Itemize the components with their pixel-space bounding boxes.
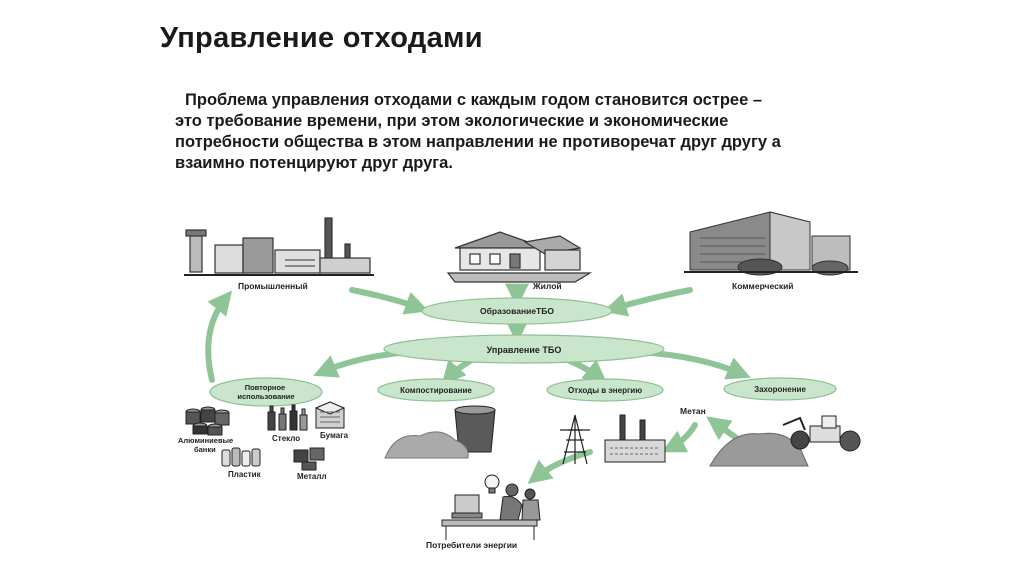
label-plastic: Пластик bbox=[228, 470, 262, 479]
arrow-management-to-landfill bbox=[637, 349, 751, 380]
label-composting: Компостирование bbox=[400, 386, 472, 395]
computer-user-icon bbox=[441, 483, 541, 540]
glass-bottles-icon bbox=[267, 404, 308, 431]
management-ellipse bbox=[383, 334, 665, 364]
plastic-bottles-icon bbox=[221, 447, 261, 467]
label-landfill: Захоронение bbox=[754, 385, 806, 394]
label-commercial: Коммерческий bbox=[732, 281, 794, 291]
paragraph-line: это требование времени, при этом экологи… bbox=[175, 112, 729, 130]
paragraph-line: Проблема управления отходами с каждым го… bbox=[185, 91, 763, 109]
power-plant-icon bbox=[604, 414, 666, 463]
label-methane: Метан bbox=[680, 406, 706, 416]
intro-paragraph: Проблема управления отходами с каждым го… bbox=[175, 90, 875, 174]
compost-pile-icon bbox=[384, 431, 469, 459]
bulldozer-icon bbox=[782, 415, 861, 452]
light-bulb-icon bbox=[484, 474, 500, 494]
compost-bin-icon bbox=[454, 405, 496, 453]
label-generation: ОбразованиеТБО bbox=[480, 306, 554, 316]
label-aluminum-cans: Алюминиевые банки bbox=[178, 436, 235, 454]
arrow-reuse-to-industrial bbox=[205, 290, 233, 383]
landfill-ellipse bbox=[723, 377, 837, 401]
energy-ellipse bbox=[546, 378, 664, 402]
label-glass: Стекло bbox=[272, 434, 300, 443]
metal-cans-icon bbox=[293, 447, 325, 471]
arrow-management-to-composting bbox=[441, 358, 473, 386]
arrow-management-to-energy bbox=[567, 358, 608, 384]
label-reuse: Повторное использование bbox=[237, 383, 294, 401]
house-icon bbox=[446, 231, 593, 283]
arrow-commercial-to-generation bbox=[602, 287, 693, 317]
label-residential: Жилой bbox=[532, 281, 562, 291]
slide-title: Управление отходами bbox=[160, 22, 483, 54]
paper-stack-icon bbox=[314, 401, 346, 429]
arrow-energy-to-consumers bbox=[527, 449, 593, 484]
office-building-icon bbox=[684, 211, 858, 276]
reuse-ellipse bbox=[209, 377, 323, 407]
paragraph-line: потребности общества в этом направлении … bbox=[175, 133, 781, 151]
arrow-methane-to-energy bbox=[661, 422, 698, 453]
paragraph-line: взаимно потенцируют друг друга. bbox=[175, 154, 453, 172]
generation-ellipse bbox=[421, 297, 613, 325]
cans-icon bbox=[185, 406, 230, 436]
label-industrial: Промышленный bbox=[238, 281, 308, 291]
label-waste-to-energy: Отходы в энергию bbox=[568, 386, 642, 395]
label-energy-consumers: Потребители энергии bbox=[426, 540, 517, 550]
label-metal: Металл bbox=[297, 472, 327, 481]
label-paper: Бумага bbox=[320, 431, 349, 440]
composting-ellipse bbox=[377, 378, 495, 402]
power-tower-icon bbox=[560, 414, 590, 465]
arrow-industrial-to-generation bbox=[349, 287, 430, 315]
label-management: Управление ТБО bbox=[487, 345, 562, 355]
factory-icon bbox=[184, 217, 374, 276]
